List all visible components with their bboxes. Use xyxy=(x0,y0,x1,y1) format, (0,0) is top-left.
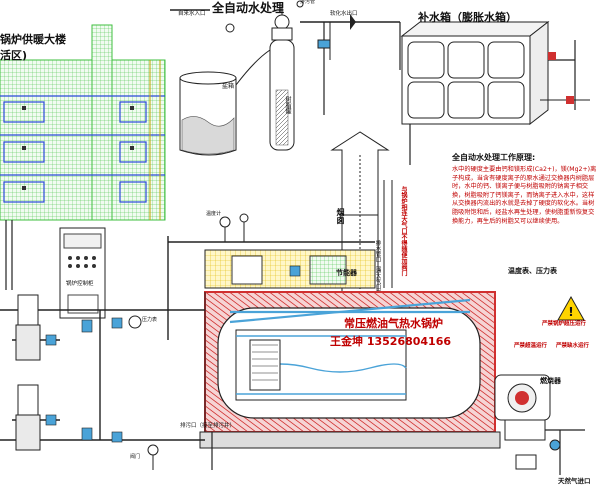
pressure-gauge-label: 压力表 xyxy=(142,317,158,323)
valve-label: 阀门 xyxy=(130,454,141,460)
building-facade xyxy=(0,24,166,290)
expansion-tank-title: 补水箱（膨胀水箱） xyxy=(418,11,517,24)
drain-outlet-label: 排污口（接至排污井） xyxy=(180,423,236,429)
boiler-contact: 王金坤 13526804166 xyxy=(330,335,452,348)
chimney-note: 与锅炉相连大气口不得随便加阀门 xyxy=(400,186,407,276)
drain-top-label: 排污管 xyxy=(300,0,316,5)
boiler-title: 常压燃油气热水锅炉 xyxy=(344,317,443,330)
economizer-label: 节能器 xyxy=(336,269,357,277)
water-treatment-title: 全自动水处理 xyxy=(212,1,285,15)
control-cabinet-label: 锅炉控制柜 xyxy=(66,281,94,287)
tap-water-label: 自来水入口 xyxy=(178,11,206,17)
explanation-body: 水中的硬度主要由钙和镁形成(Ca2+)，镁(Mg2+)离子构成，当含有硬度离子的… xyxy=(452,166,597,225)
thermo-pressure-label: 温度表、压力表 xyxy=(508,267,557,275)
building-title: 锅炉供暖大楼 xyxy=(0,33,66,46)
warning-overtemp: 严禁超温运行 xyxy=(514,343,548,349)
vent-label: 排水管口（通大气口） xyxy=(374,240,381,295)
resin-tank-label: 树脂罐 xyxy=(284,96,291,114)
svg-text:!: ! xyxy=(568,305,573,319)
salt-tank-label: 盐箱 xyxy=(222,83,235,90)
control-cabinet xyxy=(59,227,106,319)
soft-water-label: 软化水出口 xyxy=(330,11,358,17)
economizer xyxy=(167,236,376,340)
explanation-title: 全自动水处理工作原理: xyxy=(452,153,536,162)
burner-label: 燃烧器 xyxy=(540,377,561,385)
expansion-tank xyxy=(399,20,590,165)
thermometer-label: 温度计 xyxy=(206,211,222,217)
chimney-label: 烟囱 xyxy=(336,208,345,224)
boiler xyxy=(199,291,501,449)
burner xyxy=(494,374,585,475)
warning-lowwater: 严禁缺水运行 xyxy=(556,343,590,349)
gas-inlet-label: 天然气进口 xyxy=(558,477,591,485)
warning-triangle: ! xyxy=(557,295,585,321)
circulation-pumps xyxy=(0,213,301,470)
warning-overpressure: 严禁锅炉超压运行 xyxy=(542,321,587,327)
water-treatment-unit xyxy=(170,0,400,156)
building-subtitle: 活区) xyxy=(0,49,28,62)
